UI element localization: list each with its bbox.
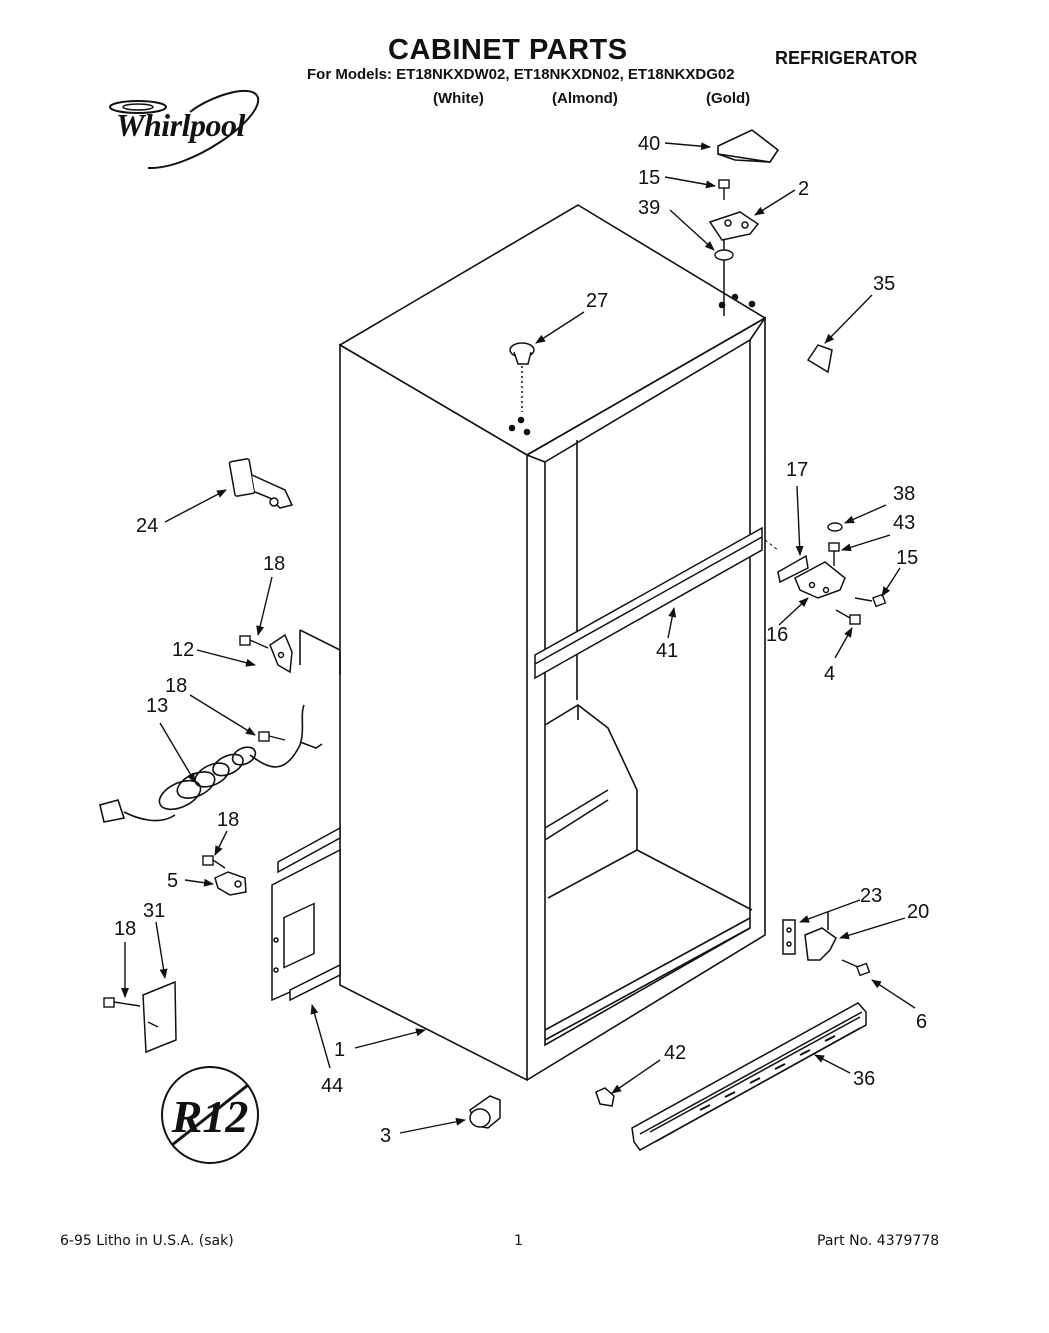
part-24-valve [228, 458, 294, 509]
part-44-access-panel [271, 826, 341, 1002]
callout-41: 41 [656, 640, 678, 662]
color-white: (White) [433, 90, 484, 107]
part-16-center-hinge [794, 561, 846, 599]
callout-2: 2 [798, 178, 809, 200]
callout-18-d: 18 [114, 918, 136, 940]
callout-27: 27 [586, 290, 608, 312]
part-18-screw-d [103, 997, 141, 1008]
color-almond: (Almond) [552, 90, 618, 107]
part-31-cover [142, 980, 177, 1054]
part-6-screw [841, 959, 871, 977]
callout-17: 17 [786, 459, 808, 481]
callout-leaders [121, 142, 916, 1134]
callout-3: 3 [380, 1125, 391, 1147]
part-42-clip [595, 1087, 615, 1107]
part-43-hinge-pin [828, 542, 840, 566]
callout-39: 39 [638, 197, 660, 219]
callout-5: 5 [167, 870, 178, 892]
part-27-plug-button [509, 342, 535, 412]
callout-24: 24 [136, 515, 158, 537]
callout-6: 6 [916, 1011, 927, 1033]
part-36-toe-grille [631, 1002, 867, 1151]
callout-1: 1 [334, 1039, 345, 1061]
callout-42: 42 [664, 1042, 686, 1064]
callout-44: 44 [321, 1075, 343, 1097]
callout-12: 12 [172, 639, 194, 661]
whirlpool-logo-icon [109, 89, 260, 170]
callout-15-top: 15 [638, 167, 660, 189]
callout-15-center: 15 [896, 547, 918, 569]
footer-page-number: 1 [514, 1233, 523, 1249]
part-38-washer [827, 522, 843, 532]
part-3-leveler [469, 1095, 501, 1129]
appliance-category: REFRIGERATOR [775, 48, 918, 68]
part-15-screw-center [854, 593, 887, 608]
part-35-cap [806, 344, 833, 374]
callout-40: 40 [638, 133, 660, 155]
callout-labels: 40 15 2 39 35 27 24 17 38 43 15 16 41 4 … [114, 133, 929, 1147]
color-gold: (Gold) [706, 90, 751, 107]
part-18-screw-b [258, 731, 286, 742]
part-15-screw-top [718, 179, 730, 200]
part-18-screw-c [202, 855, 226, 869]
callout-23: 23 [860, 885, 882, 907]
part-23-shim [782, 919, 796, 955]
callout-4: 4 [824, 663, 835, 685]
page-title: CABINET PARTS [388, 34, 628, 66]
part-2-top-hinge [708, 211, 760, 316]
footer-part-number: Part No. 4379778 [817, 1233, 940, 1249]
callout-43: 43 [893, 512, 915, 534]
callout-16: 16 [766, 624, 788, 646]
r12-refrigerant-badge: R12 [161, 1066, 259, 1164]
footer-date-litho: 6-95 Litho in U.S.A. (sak) [60, 1233, 234, 1249]
part-18-screw-a [239, 635, 269, 649]
callout-18-c: 18 [217, 809, 239, 831]
callout-13: 13 [146, 695, 168, 717]
cabinet-body [299, 204, 767, 1082]
callout-38: 38 [893, 483, 915, 505]
part-12-clamp [269, 633, 293, 674]
models-line: For Models: ET18NKXDW02, ET18NKXDN02, ET… [307, 66, 735, 83]
part-4-screw [835, 609, 861, 625]
part-17-hinge-bracket [777, 554, 809, 584]
callout-35: 35 [873, 273, 895, 295]
callout-18-a: 18 [263, 553, 285, 575]
part-40-hinge-cover [717, 129, 780, 163]
part-20-bottom-hinge [804, 912, 837, 961]
callout-31: 31 [143, 900, 165, 922]
part-13-power-cord [99, 704, 323, 823]
part-41-mullion-rail [534, 526, 763, 680]
part-5-clamp [214, 871, 247, 896]
part-39-hinge-spacer [714, 249, 734, 261]
callout-36: 36 [853, 1068, 875, 1090]
callout-20: 20 [907, 901, 929, 923]
callout-18-b: 18 [165, 675, 187, 697]
